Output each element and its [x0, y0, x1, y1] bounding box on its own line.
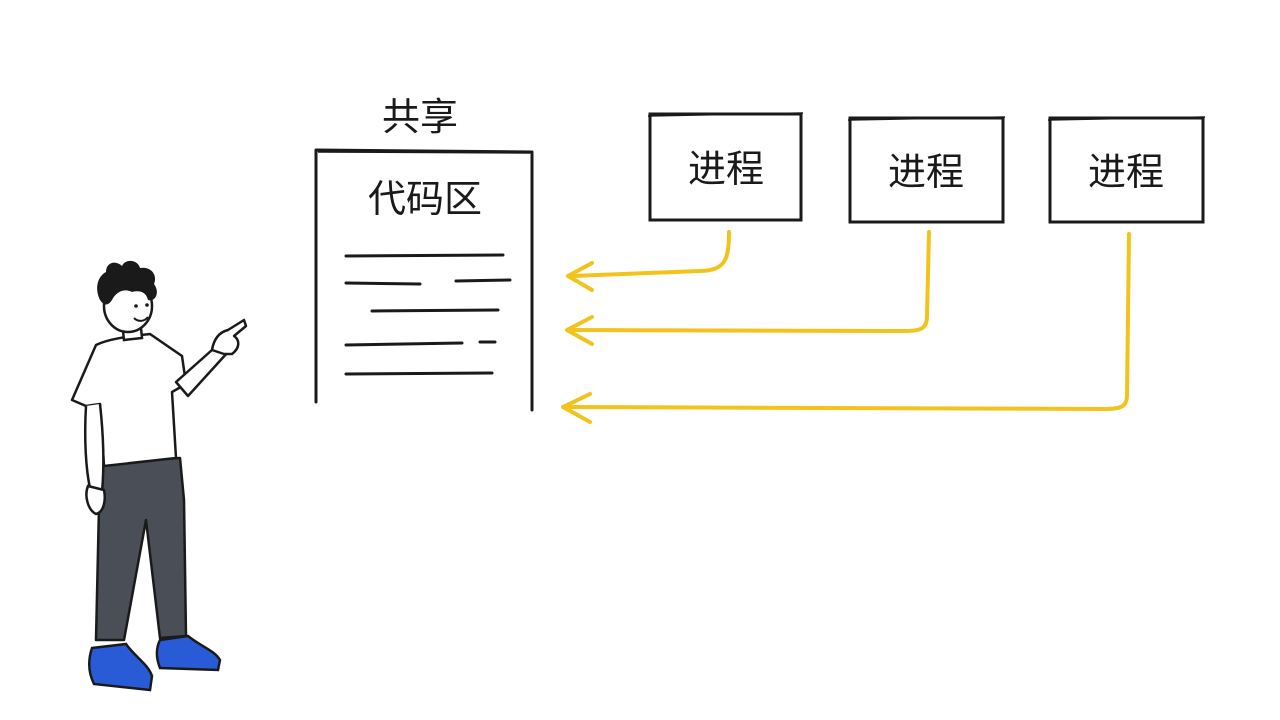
pants [94, 456, 188, 642]
code-line [344, 341, 464, 347]
code-line [344, 253, 505, 258]
arrows [561, 230, 1131, 424]
left-arm [83, 403, 105, 494]
code-area-box: 代码区 [314, 148, 534, 412]
code-lines [344, 253, 512, 376]
process-box-2: 进程 [847, 116, 1006, 224]
eye [145, 303, 149, 307]
process-label-1: 进程 [688, 147, 764, 191]
left-hand [85, 484, 106, 516]
arrow-process-1 [566, 230, 731, 292]
code-line [370, 308, 500, 313]
process-label-2: 进程 [888, 150, 964, 194]
code-line [344, 281, 422, 286]
arrow-process-3 [561, 232, 1131, 424]
person-illustration [70, 260, 248, 692]
code-line [454, 278, 512, 283]
code-area-title: 代码区 [368, 177, 482, 221]
smile [133, 316, 149, 322]
arrow-process-2 [565, 230, 931, 346]
hair [97, 260, 157, 305]
left-shoe [88, 642, 154, 692]
shared-label: 共享 [382, 95, 458, 139]
process-box-3: 进程 [1047, 116, 1206, 224]
code-line [344, 371, 494, 376]
pointing-hand [210, 318, 248, 356]
process-box-1: 进程 [647, 112, 804, 222]
right-shoe [155, 634, 222, 672]
process-label-3: 进程 [1088, 150, 1164, 194]
eye [134, 304, 138, 308]
